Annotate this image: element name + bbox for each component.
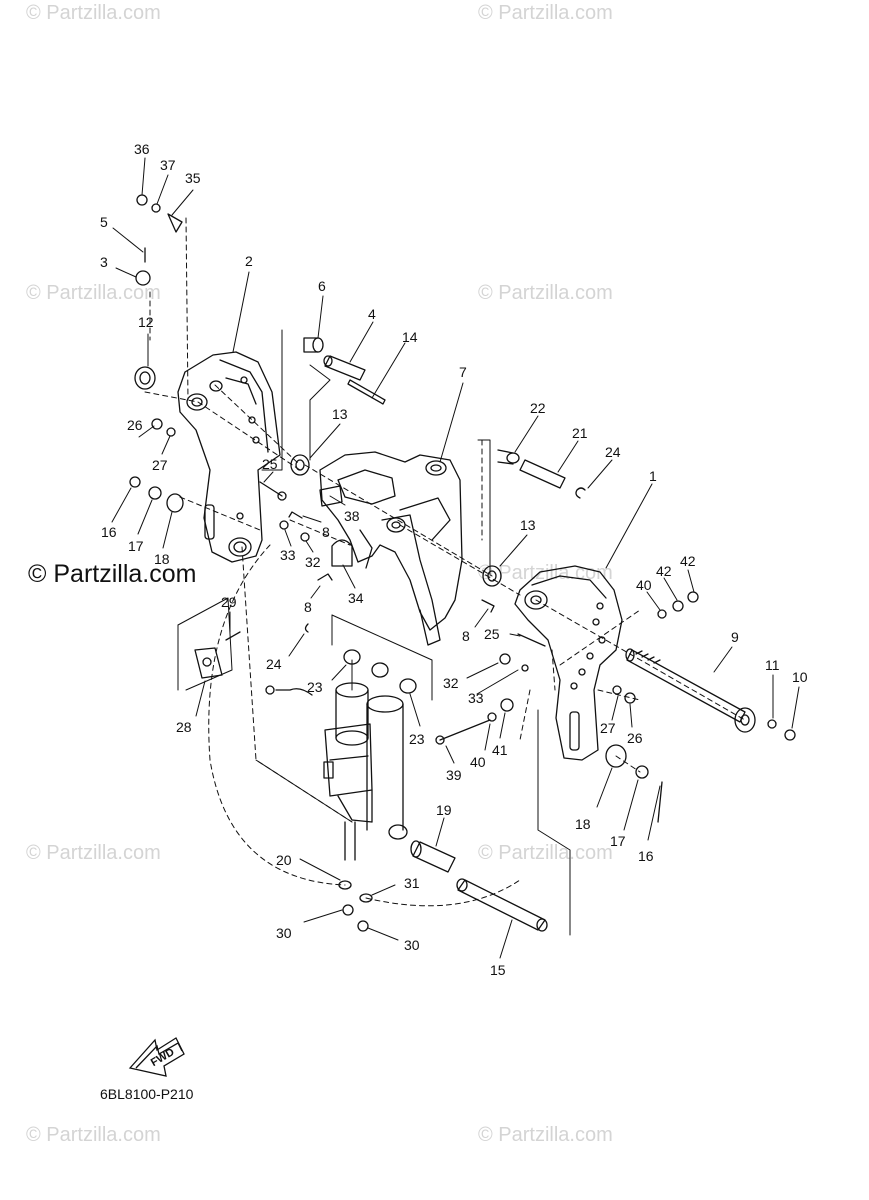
tilt-trim-unit bbox=[265, 682, 408, 861]
callout-27-right: 27 bbox=[600, 720, 616, 736]
callout-23-right: 23 bbox=[409, 731, 425, 747]
callout-31: 31 bbox=[404, 875, 420, 891]
watermark-bottom-right: © Partzilla.com bbox=[478, 1124, 613, 1146]
callout-18-right: 18 bbox=[575, 816, 591, 832]
callout-3: 3 bbox=[100, 254, 108, 270]
diagram-code: 6BL8100-P210 bbox=[100, 1086, 194, 1102]
callout-25-right: 25 bbox=[484, 626, 500, 642]
callout-39: 39 bbox=[446, 767, 462, 783]
watermark-main: © Partzilla.com bbox=[28, 560, 197, 588]
clamp-bracket-left bbox=[177, 351, 281, 563]
callout-40-lower: 40 bbox=[470, 754, 486, 770]
callout-7: 7 bbox=[459, 364, 467, 380]
callout-6: 6 bbox=[318, 278, 326, 294]
watermark-top-left: © Partzilla.com bbox=[26, 2, 161, 24]
callout-24-lower: 24 bbox=[266, 656, 282, 672]
callout-15: 15 bbox=[490, 962, 506, 978]
callout-8-upper: 8 bbox=[322, 524, 330, 540]
callout-16-left: 16 bbox=[101, 524, 117, 540]
callout-32-right: 32 bbox=[443, 675, 459, 691]
callout-40-upper: 40 bbox=[636, 577, 652, 593]
callout-17-right: 17 bbox=[610, 833, 626, 849]
watermark-top-right: © Partzilla.com bbox=[478, 2, 613, 24]
callout-42-left: 42 bbox=[656, 563, 672, 579]
callout-30-right: 30 bbox=[404, 937, 420, 953]
swivel-bracket bbox=[319, 451, 463, 646]
callout-41: 41 bbox=[492, 742, 508, 758]
callout-2: 2 bbox=[245, 253, 253, 269]
callout-1: 1 bbox=[649, 468, 657, 484]
callout-26-left: 26 bbox=[127, 417, 143, 433]
callout-16-right: 16 bbox=[638, 848, 654, 864]
watermark-mid-left: © Partzilla.com bbox=[26, 282, 161, 304]
callout-35: 35 bbox=[185, 170, 201, 186]
watermark-mid-right: © Partzilla.com bbox=[478, 282, 613, 304]
callout-28: 28 bbox=[176, 719, 192, 735]
callout-26-right: 26 bbox=[627, 730, 643, 746]
callout-25-left: 25 bbox=[262, 456, 278, 472]
callout-labels: 36 37 35 5 3 2 12 6 4 14 7 13 26 27 25 3… bbox=[100, 141, 808, 978]
callout-14: 14 bbox=[402, 329, 418, 345]
leader-lines bbox=[111, 157, 800, 959]
callout-42-right: 42 bbox=[680, 553, 696, 569]
callout-22: 22 bbox=[530, 400, 546, 416]
callout-38: 38 bbox=[344, 508, 360, 524]
callout-19: 19 bbox=[436, 802, 452, 818]
watermark-bottom-left: © Partzilla.com bbox=[26, 1124, 161, 1146]
callout-4: 4 bbox=[368, 306, 376, 322]
callout-12: 12 bbox=[138, 314, 154, 330]
watermark-low-left: © Partzilla.com bbox=[26, 842, 161, 864]
callout-13-lower: 13 bbox=[520, 517, 536, 533]
callout-23-left: 23 bbox=[307, 679, 323, 695]
callout-33-left: 33 bbox=[280, 547, 296, 563]
callout-20: 20 bbox=[276, 852, 292, 868]
callout-5: 5 bbox=[100, 214, 108, 230]
callout-29: 29 bbox=[221, 594, 237, 610]
callout-10: 10 bbox=[792, 669, 808, 685]
callout-24-upper: 24 bbox=[605, 444, 621, 460]
fwd-arrow-icon bbox=[128, 1037, 185, 1077]
callout-34: 34 bbox=[348, 590, 364, 606]
callout-30-left: 30 bbox=[276, 925, 292, 941]
callout-27-left: 27 bbox=[152, 457, 168, 473]
callout-33-right: 33 bbox=[468, 690, 484, 706]
callout-32-left: 32 bbox=[305, 554, 321, 570]
callout-17-left: 17 bbox=[128, 538, 144, 554]
callout-8-middle: 8 bbox=[304, 599, 312, 615]
callout-9: 9 bbox=[731, 629, 739, 645]
callout-36: 36 bbox=[134, 141, 150, 157]
callout-21: 21 bbox=[572, 425, 588, 441]
callout-8-lower: 8 bbox=[462, 628, 470, 644]
callout-11: 11 bbox=[765, 657, 780, 673]
tilt-shaft bbox=[625, 648, 756, 733]
callout-37: 37 bbox=[160, 157, 176, 173]
callout-13-upper: 13 bbox=[332, 406, 348, 422]
clamp-bracket-right bbox=[514, 565, 623, 761]
callout-18-left: 18 bbox=[154, 551, 170, 567]
bracket-lines bbox=[177, 329, 571, 936]
watermark-low-right: © Partzilla.com bbox=[478, 842, 613, 864]
